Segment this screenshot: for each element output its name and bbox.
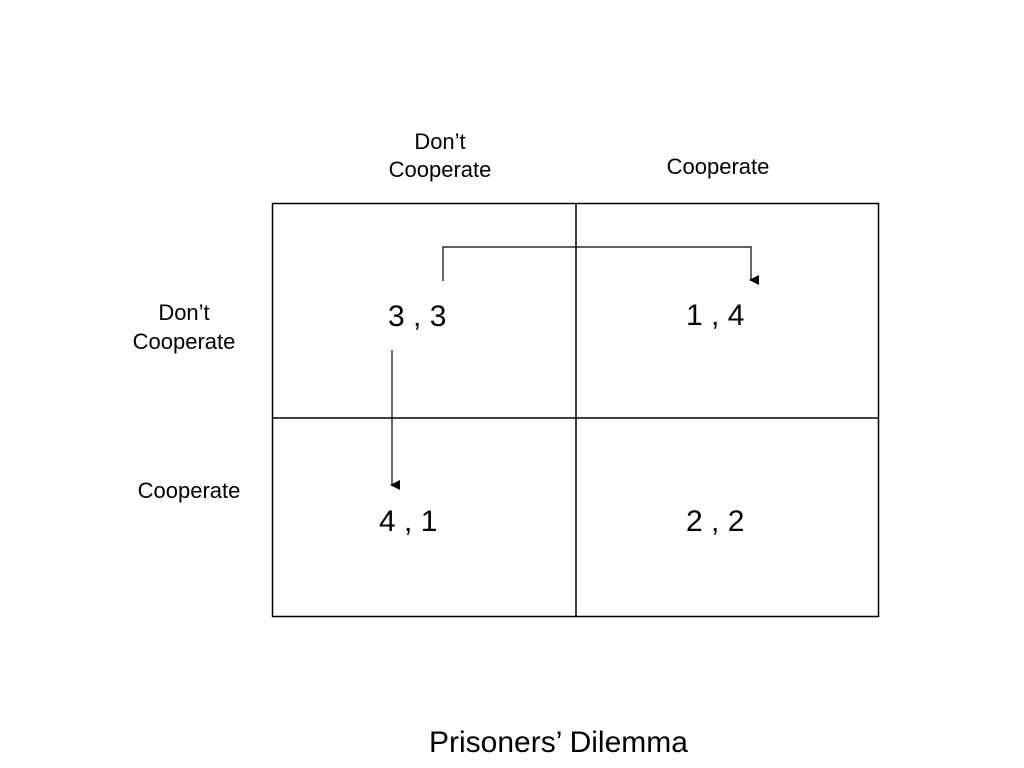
payoff-cell-cooperate-cooperate: 2 , 2 <box>686 505 745 538</box>
row-header-dont-cooperate: Don’t Cooperate <box>132 300 236 354</box>
column-header-dont-cooperate: Don’t Cooperate <box>388 129 492 182</box>
diagram-title: Prisoners’ Dilemma <box>429 726 688 759</box>
row-header-cooperate: Cooperate <box>137 478 241 503</box>
payoff-cell-dont-dont: 3 , 3 <box>388 300 447 333</box>
payoff-cell-cooperate-dont: 4 , 1 <box>379 505 438 538</box>
column-header-cooperate: Cooperate <box>666 154 770 179</box>
arrow-to-cooperate-column <box>442 246 759 285</box>
payoff-cell-dont-cooperate: 1 , 4 <box>686 299 745 332</box>
